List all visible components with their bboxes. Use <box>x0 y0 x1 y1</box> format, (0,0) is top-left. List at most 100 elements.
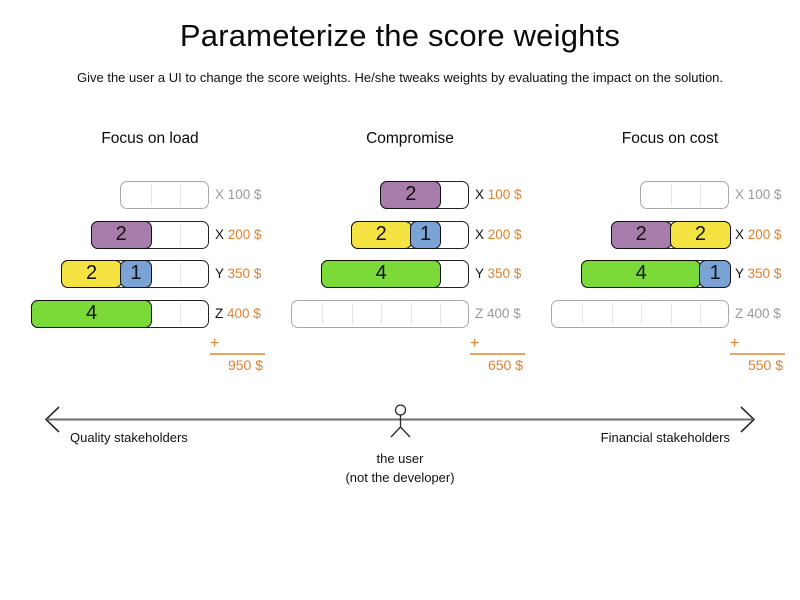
unit-divider <box>440 302 442 325</box>
weight-block: 2 <box>90 220 152 249</box>
row-letter: X <box>735 226 748 242</box>
weight-block: 2 <box>380 181 442 209</box>
user-stick-figure-icon <box>390 404 411 438</box>
row-price: 100 $ <box>747 187 782 202</box>
page-title: Parameterize the score weights <box>179 18 621 53</box>
row-letter: Y <box>215 266 228 281</box>
column-sum: +650 $ <box>470 336 525 373</box>
weight-block: 1 <box>699 260 731 288</box>
column-total: 650 $ <box>487 357 523 373</box>
weight-block: 2 <box>61 260 123 288</box>
column-sum: +550 $ <box>730 336 785 373</box>
weight-row <box>640 181 729 209</box>
plus-sign: + <box>210 336 265 355</box>
weight-row: 4 <box>31 299 209 328</box>
weight-block: 4 <box>321 260 442 288</box>
unit-divider <box>581 302 583 325</box>
row-label: X 200 $ <box>475 221 522 249</box>
row-letter: Z <box>215 305 227 321</box>
weight-block: 1 <box>120 260 152 288</box>
column-sum: +950 $ <box>210 336 265 373</box>
row-price: 350 $ <box>487 266 522 281</box>
left-arrowhead-icon <box>44 406 60 433</box>
weight-block: 4 <box>31 299 152 328</box>
row-price: 400 $ <box>747 305 781 321</box>
row-letter: X <box>475 187 488 202</box>
row-letter: X <box>735 187 748 202</box>
row-letter: X <box>215 187 228 202</box>
weight-block: 1 <box>409 220 442 249</box>
unit-divider <box>180 263 182 285</box>
row-label: Z 400 $ <box>735 300 781 328</box>
row-price: 400 $ <box>487 305 521 321</box>
stakeholder-axis <box>44 404 756 438</box>
unit-divider <box>180 302 182 325</box>
row-letter: Y <box>735 266 748 281</box>
unit-divider <box>700 302 702 325</box>
row-price: 350 $ <box>747 266 782 281</box>
weight-row <box>291 299 469 328</box>
plus-sign: + <box>730 336 785 355</box>
unit-divider <box>150 184 152 206</box>
row-label: X 100 $ <box>735 181 782 209</box>
row-label: X 100 $ <box>475 181 522 209</box>
unit-divider <box>321 302 323 325</box>
column-title: Compromise <box>366 130 454 147</box>
quality-stakeholders-label: Quality stakeholders <box>70 430 188 445</box>
unit-divider <box>700 184 702 206</box>
column-title: Focus on cost <box>621 130 719 147</box>
plus-sign: + <box>470 336 525 355</box>
weight-block: 4 <box>581 260 702 288</box>
weight-row <box>551 299 729 328</box>
unit-divider <box>670 302 672 325</box>
row-label: Y 350 $ <box>475 260 521 288</box>
row-price: 350 $ <box>227 266 262 281</box>
page-subtitle: Give the user a UI to change the score w… <box>76 70 724 85</box>
row-label: Y 350 $ <box>215 260 261 288</box>
row-label: X 100 $ <box>215 181 262 209</box>
column-title: Focus on load <box>101 130 199 147</box>
row-price: 200 $ <box>487 226 522 242</box>
row-label: X 200 $ <box>735 221 782 249</box>
row-price: 200 $ <box>747 226 782 242</box>
financial-stakeholders-label: Financial stakeholders <box>600 430 730 445</box>
weight-row: 2 <box>90 220 209 249</box>
weight-row <box>120 181 209 209</box>
row-price: 400 $ <box>227 305 261 321</box>
unit-divider <box>670 184 672 206</box>
unit-divider <box>180 223 182 246</box>
row-letter: Z <box>735 305 747 321</box>
row-letter: Y <box>475 266 488 281</box>
row-letter: Z <box>475 305 487 321</box>
unit-divider <box>351 302 353 325</box>
unit-divider <box>381 302 383 325</box>
weight-block: 2 <box>669 220 731 249</box>
row-price: 100 $ <box>487 187 522 202</box>
weight-row: 4 <box>321 260 469 288</box>
user-label-line1: the user <box>376 451 424 466</box>
unit-divider <box>410 302 412 325</box>
weight-row: 2 <box>380 181 469 209</box>
row-label: Z 400 $ <box>475 300 521 328</box>
weight-block: 2 <box>350 220 412 249</box>
column-total: 550 $ <box>747 357 783 373</box>
row-price: 100 $ <box>227 187 262 202</box>
user-label-line2: (not the developer) <box>345 470 455 485</box>
unit-divider <box>641 302 643 325</box>
column-total: 950 $ <box>227 357 263 373</box>
row-label: Y 350 $ <box>735 260 781 288</box>
row-label: Z 400 $ <box>215 300 261 328</box>
right-arrowhead-icon <box>740 406 756 433</box>
unit-divider <box>611 302 613 325</box>
unit-divider <box>180 184 182 206</box>
row-letter: X <box>475 226 488 242</box>
row-price: 200 $ <box>227 226 262 242</box>
